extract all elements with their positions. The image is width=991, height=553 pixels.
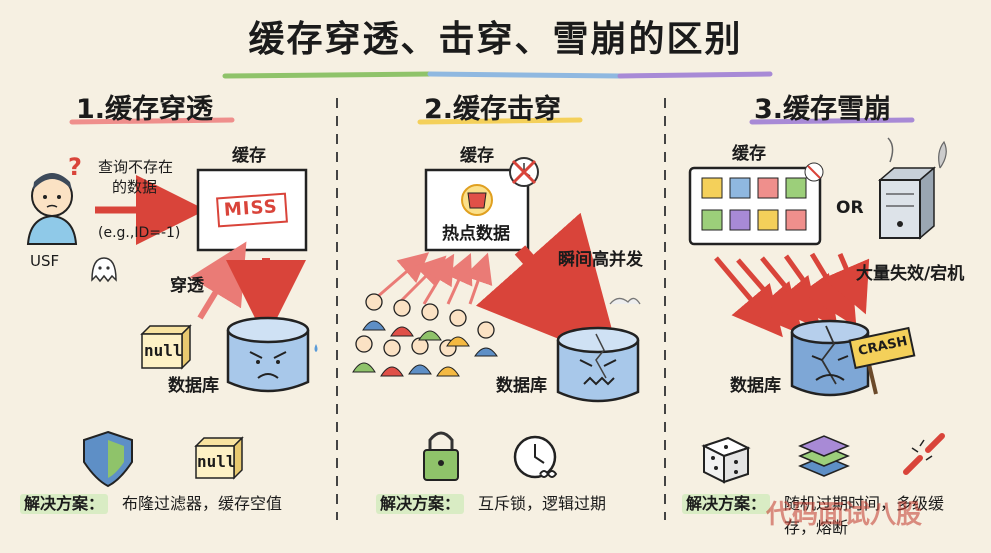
solution-text-3-line1: 随机过期时间，多级缓 bbox=[784, 494, 945, 513]
or-label: OR bbox=[836, 198, 864, 218]
miss-stamp: MISS bbox=[223, 196, 279, 221]
server-icon bbox=[877, 137, 947, 240]
null-box-1 bbox=[140, 324, 192, 370]
null-box-icon bbox=[194, 436, 244, 480]
database-label-2: 数据库 bbox=[496, 376, 547, 396]
user-label: USF bbox=[30, 252, 60, 270]
concurrency-label: 瞬间高并发 bbox=[558, 250, 643, 270]
penetrate-label: 穿透 bbox=[170, 276, 204, 296]
section1-title: 1.缓存穿透 bbox=[76, 94, 214, 125]
burst-arrow bbox=[475, 212, 622, 364]
avalanche-arrows bbox=[714, 252, 870, 338]
example-label: (e.g.,ID=-1) bbox=[98, 225, 181, 241]
solution-prefix-1: 解决方案： bbox=[20, 494, 109, 514]
title-underline bbox=[222, 71, 773, 79]
broken-fuse-icon bbox=[903, 433, 945, 475]
solution-text-3-line2: 存，熔断 bbox=[784, 518, 849, 537]
question-mark: ? bbox=[68, 153, 82, 181]
null-icon-label: null bbox=[197, 452, 236, 471]
dice-icon bbox=[701, 436, 751, 484]
section3-underline bbox=[749, 117, 915, 125]
cache-box-1 bbox=[196, 168, 308, 252]
solution-text-1: 布隆过滤器，缓存空值 bbox=[122, 494, 283, 513]
concurrent-request-arrows bbox=[375, 252, 493, 306]
query-label-line2: 的数据 bbox=[112, 178, 158, 196]
cache-label-3: 缓存 bbox=[732, 144, 766, 164]
watermark: 代码面试八股 bbox=[766, 500, 923, 530]
failure-label: 大量失效/宕机 bbox=[856, 264, 965, 284]
solution-prefix-2: 解决方案： bbox=[376, 494, 465, 514]
cache-label-2: 缓存 bbox=[460, 146, 494, 166]
expiry-clock-icon bbox=[513, 435, 558, 479]
crash-sign bbox=[848, 326, 916, 395]
crowd-figures bbox=[352, 293, 498, 377]
penetrate-arrow bbox=[189, 241, 247, 320]
database-3 bbox=[790, 319, 870, 397]
layers-icon bbox=[798, 435, 850, 477]
database-label-3: 数据库 bbox=[730, 376, 781, 396]
shield-icon bbox=[83, 430, 133, 488]
lock-icon bbox=[423, 431, 459, 481]
database-label-1: 数据库 bbox=[168, 376, 219, 396]
section3-title: 3.缓存雪崩 bbox=[754, 94, 892, 125]
solution-prefix-3: 解决方案： bbox=[682, 494, 771, 514]
database-1 bbox=[226, 316, 318, 393]
section2-title: 2.缓存击穿 bbox=[424, 94, 562, 125]
user-figure bbox=[26, 173, 78, 245]
database-2 bbox=[556, 297, 641, 403]
query-label-line1: 查询不存在 bbox=[98, 158, 174, 176]
null-label: null bbox=[144, 341, 183, 360]
cache-label-1: 缓存 bbox=[232, 146, 266, 166]
hot-data-label: 热点数据 bbox=[442, 224, 510, 244]
page-title: 缓存穿透、击穿、雪崩的区别 bbox=[248, 19, 743, 60]
solution-text-2: 互斥锁，逻辑过期 bbox=[478, 494, 607, 513]
cache-box-3 bbox=[688, 162, 824, 246]
section1-underline bbox=[69, 117, 235, 125]
section2-underline bbox=[417, 117, 583, 125]
expired-clock-icon bbox=[509, 157, 539, 187]
ghost-icon bbox=[91, 257, 117, 283]
